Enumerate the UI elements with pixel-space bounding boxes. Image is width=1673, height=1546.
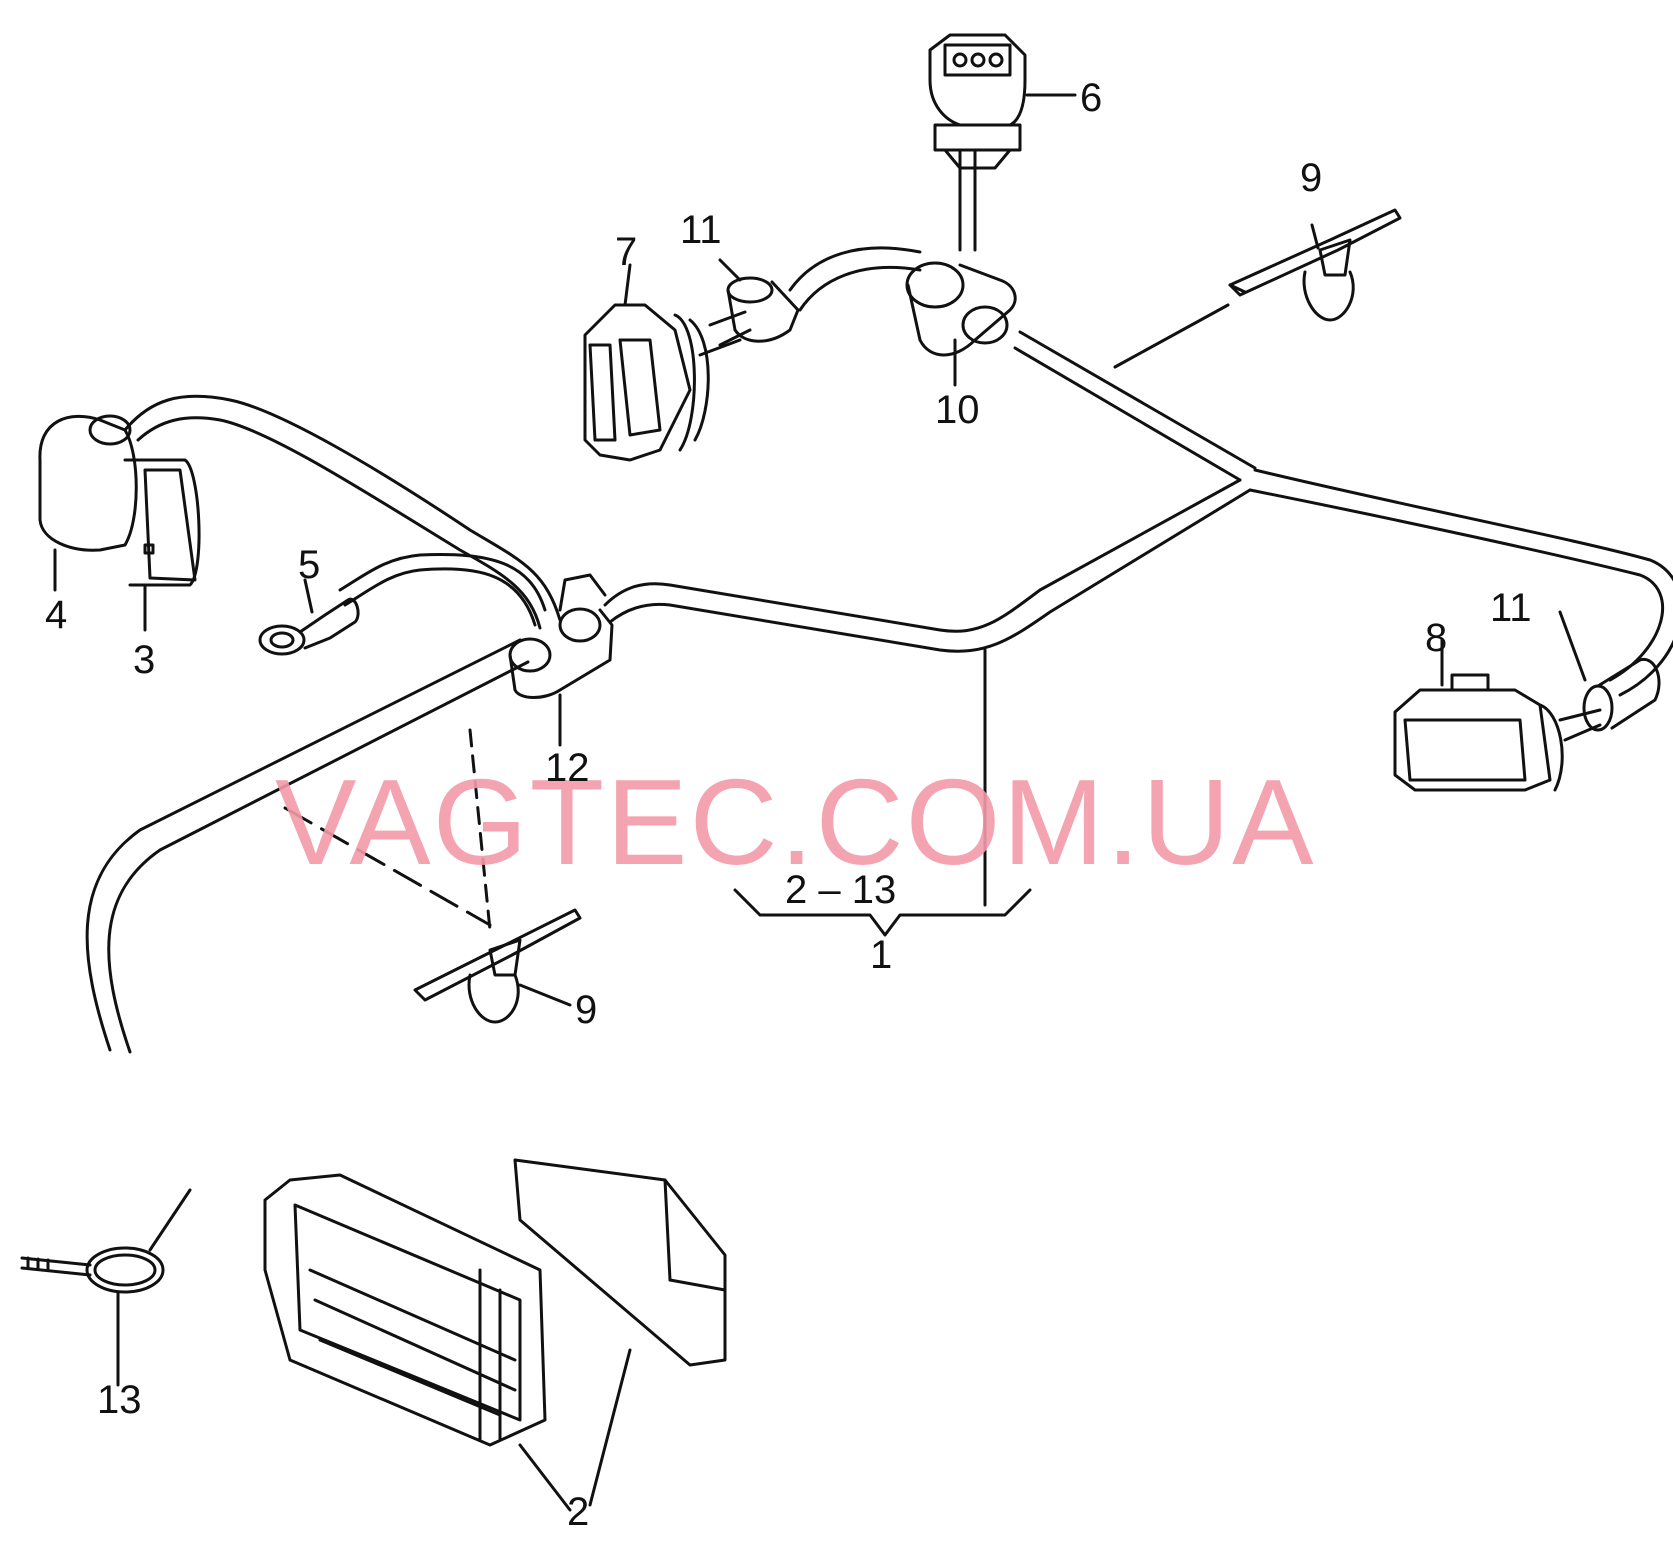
callout-9-lower: 9 [575,988,598,1032]
branch-cable-connector-7 [708,246,922,347]
callout-11-upper: 11 [680,208,722,252]
clip-10 [905,148,1017,357]
callout-12: 12 [545,746,590,790]
clip-11-right [1558,610,1661,732]
callout-13: 13 [97,1378,142,1422]
callout-2-13: 2 – 13 [785,868,897,912]
ring-terminal-5 [258,578,360,656]
callout-5: 5 [298,543,321,587]
callout-9-upper: 9 [1300,156,1323,200]
clip-9-lower [283,728,582,1024]
ecu-connector-2 [263,1158,727,1512]
cable-tie-13 [20,1188,192,1387]
callout-7: 7 [615,230,638,274]
connector-6 [928,33,1077,170]
callout-10: 10 [935,388,980,432]
callout-4: 4 [45,593,68,637]
connector-3-4 [38,414,201,632]
callout-1: 1 [870,933,893,977]
callout-11-right: 11 [1490,586,1532,630]
callout-2: 2 [567,1490,590,1534]
callout-6: 6 [1080,76,1103,120]
connector-7 [583,263,742,462]
callout-8: 8 [1425,616,1448,660]
group-bracket-1 [733,648,1032,937]
branch-cable-connector-3 [123,394,562,630]
callout-3: 3 [133,638,156,682]
clip-11-upper [718,258,800,343]
connector-8 [1393,638,1602,792]
watermark: VAGTEC.COM.UA [275,754,1316,890]
main-harness-cable [85,330,1673,1054]
clip-9-upper [1113,208,1402,369]
ground-cable-5 [338,553,547,627]
clip-12 [508,573,614,747]
